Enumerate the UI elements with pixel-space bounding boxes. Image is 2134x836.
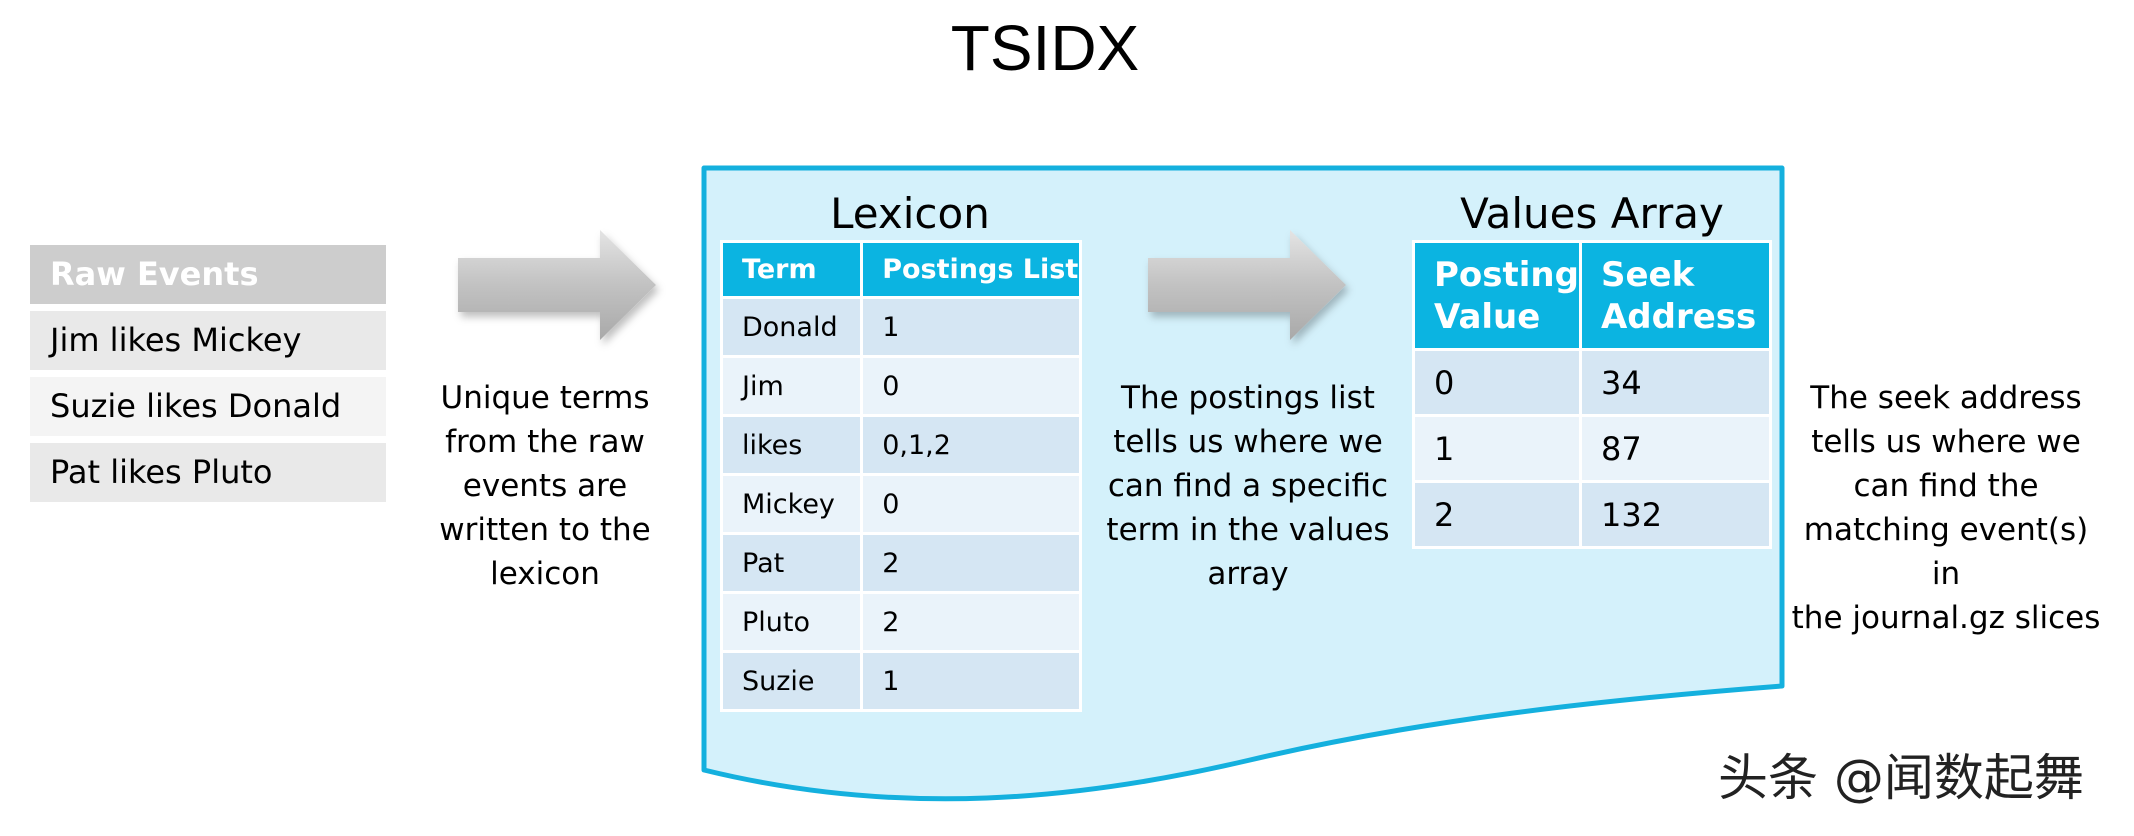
values-array-title: Values Array — [1460, 189, 1724, 238]
watermark: 头条 @闻数起舞 — [1718, 749, 2084, 807]
lexicon-caption: Unique terms from the raw events are wri… — [439, 380, 651, 592]
list-item: Pat likes Pluto — [30, 443, 386, 502]
table-row: Pat 2 — [723, 535, 1079, 591]
raw-events-list: Raw Events Jim likes Mickey Suzie likes … — [30, 245, 386, 502]
column-header-postings-list: Postings List — [863, 243, 1079, 296]
table-row: 2 132 — [1415, 483, 1769, 546]
raw-events-header: Raw Events — [30, 245, 386, 304]
table-row: Suzie 1 — [723, 653, 1079, 709]
table-row: Mickey 0 — [723, 476, 1079, 532]
seek-caption: The seek address tells us where we can f… — [1791, 380, 2101, 636]
arrow-right-icon — [1148, 230, 1346, 340]
values-array-table: Posting Value Seek Address 0 34 1 87 2 1… — [1412, 240, 1772, 549]
list-item: Jim likes Mickey — [30, 311, 386, 370]
page-title: TSIDX — [950, 12, 1140, 84]
table-row: Jim 0 — [723, 358, 1079, 414]
column-header-posting-value: Posting Value — [1415, 243, 1579, 348]
column-header-term: Term — [723, 243, 861, 296]
arrow-right-icon — [458, 230, 656, 340]
table-row: 0 34 — [1415, 351, 1769, 414]
lexicon-title: Lexicon — [830, 189, 990, 238]
lexicon-table: Term Postings List Donald 1 Jim 0 likes … — [720, 240, 1082, 712]
table-row: 1 87 — [1415, 417, 1769, 480]
postings-caption: The postings list tells us where we can … — [1106, 380, 1390, 592]
table-row: Donald 1 — [723, 299, 1079, 355]
column-header-seek-address: Seek Address — [1581, 243, 1769, 348]
table-row: likes 0,1,2 — [723, 417, 1079, 473]
list-item: Suzie likes Donald — [30, 377, 386, 436]
table-row: Pluto 2 — [723, 594, 1079, 650]
